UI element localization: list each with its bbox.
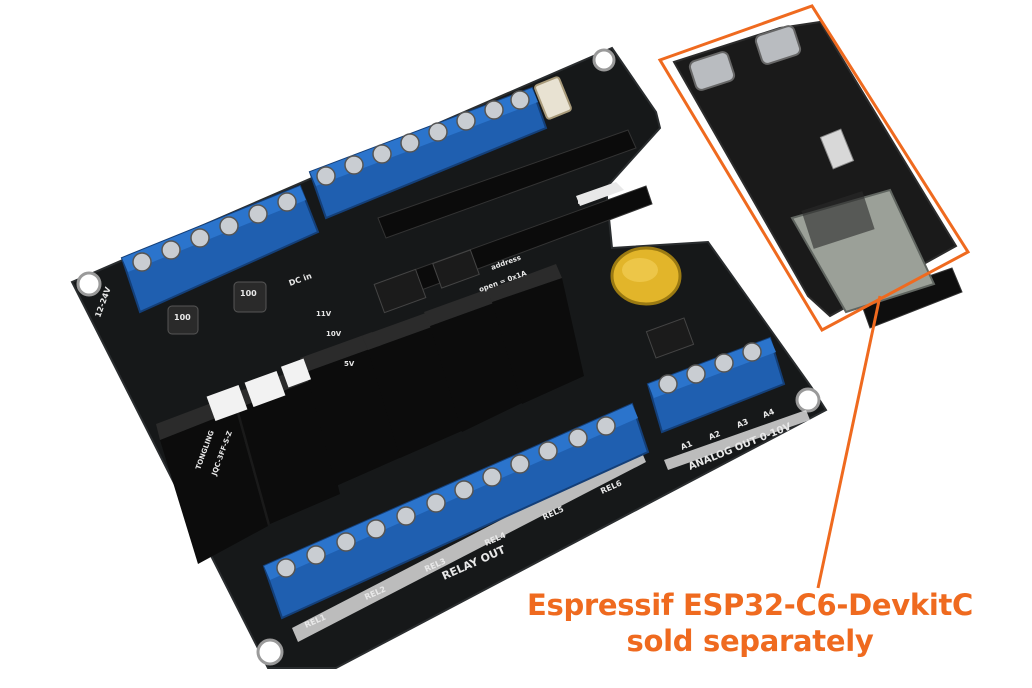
module-antenna-area [801, 191, 875, 249]
relay-6 [486, 264, 584, 404]
jst-connector [534, 76, 572, 120]
a3-label: A3 [735, 417, 749, 430]
a1-label: A1 [679, 439, 694, 452]
ic-chip [432, 249, 480, 289]
leaf-symbol [244, 370, 286, 408]
a2-label: A2 [707, 429, 721, 442]
boot-jumper-header [819, 128, 855, 170]
power-inductor [233, 281, 267, 313]
devkit-highlight-frame [657, 4, 971, 332]
esp32-devkit-module [672, 20, 963, 329]
terminal-block-power-in [120, 184, 320, 314]
caption-line-2: sold separately [626, 624, 874, 658]
antenna-marking [576, 182, 624, 206]
power-inductor [167, 305, 199, 335]
terminal-block-inputs [308, 86, 548, 220]
terminal-block-analog-out [646, 336, 786, 434]
mounting-hole [795, 387, 821, 413]
v11-label: 11V [316, 310, 332, 318]
silkscreen-band [292, 448, 646, 642]
caption-line-1: Espressif ESP32-C6-DevkitC [526, 588, 974, 622]
v10-label: 10V [326, 330, 342, 338]
ic-chip [373, 268, 427, 314]
inductor-marking: 100 [174, 313, 191, 322]
relay-board: RELAY OUT ANALOG OUT 0-10V ANTENNA REL1 … [70, 46, 828, 669]
usb-c-connector [754, 25, 802, 65]
mounting-hole [76, 271, 102, 297]
terminal-block-relay-out [262, 402, 650, 620]
a4-label: A4 [761, 407, 776, 420]
minus-symbol [280, 358, 312, 388]
v5-label: 5V [344, 360, 355, 368]
coin-cell-highlight [622, 258, 658, 282]
usb-c-connector [688, 51, 736, 91]
mounting-hole [256, 638, 284, 666]
ic-chip [645, 317, 695, 359]
relay-5 [424, 286, 524, 432]
plus-symbol [206, 384, 248, 422]
silkscreen-band [664, 410, 810, 470]
inductor-marking: 100 [240, 289, 257, 298]
mounting-hole [592, 48, 616, 72]
callout-line [816, 295, 882, 589]
